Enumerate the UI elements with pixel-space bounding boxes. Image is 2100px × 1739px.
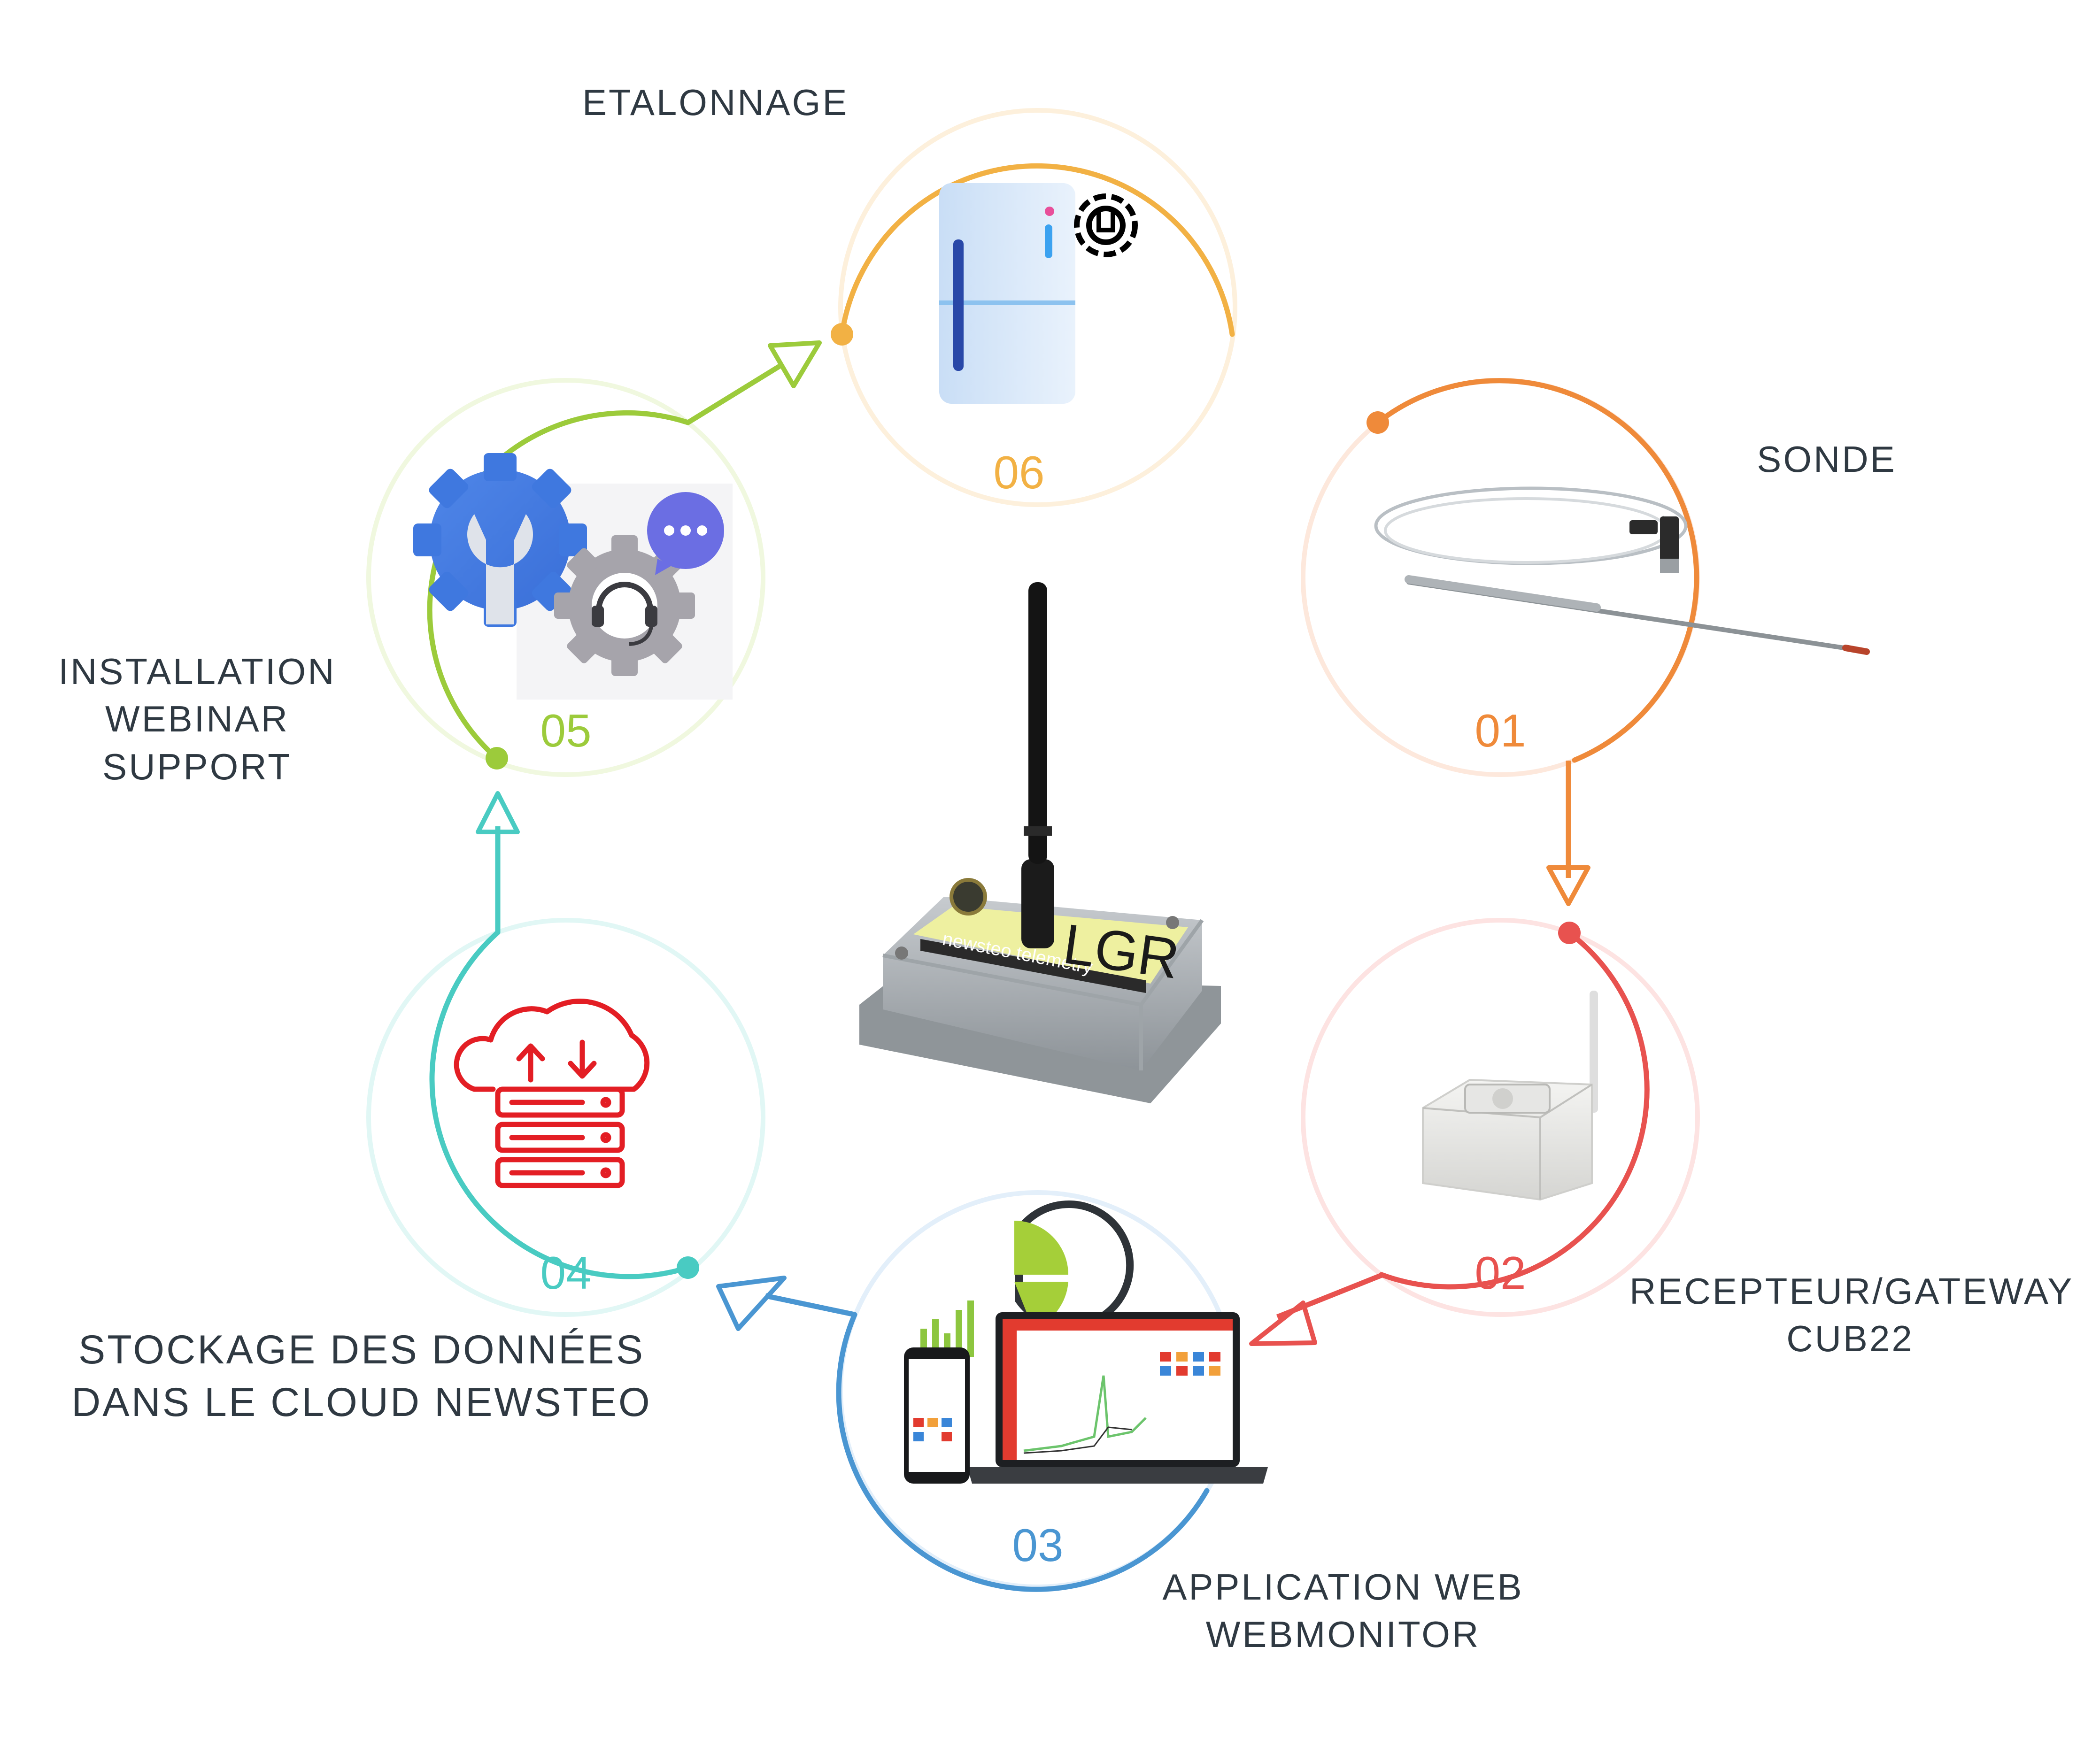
step-06-label-line-1: ETALONNAGE xyxy=(582,82,849,123)
fridge-calibration-icon xyxy=(939,183,1138,404)
arrow-03-to-04 xyxy=(716,1276,856,1331)
step-01-circle xyxy=(1301,378,1700,777)
laptop-phone-dashboard-icon xyxy=(904,1200,1268,1484)
step-04-label-line-1: STOCKAGE DES DONNÉES xyxy=(78,1327,645,1372)
step-04-label: STOCKAGE DES DONNÉES DANS LE CLOUD NEWST… xyxy=(47,1324,676,1429)
temperature-probe-icon xyxy=(1374,486,1870,655)
arrow-02-to-03 xyxy=(1249,1272,1384,1346)
step-03-label-line-1: APPLICATION WEB xyxy=(1162,1566,1524,1608)
step-02-label-line-2: CUB22 xyxy=(1786,1318,1914,1360)
step-01-label: SONDE xyxy=(1709,436,1944,483)
step-number-03: 03 xyxy=(1012,1519,1063,1571)
step-02-label-line-1: RECEPTEUR/GATEWAY xyxy=(1629,1270,2074,1312)
step-03-label-line-2: WEBMONITOR xyxy=(1205,1614,1481,1655)
arrow-05-to-06 xyxy=(687,340,822,425)
gateway-receiver-icon xyxy=(1422,991,1598,1201)
gear-support-headset-icon xyxy=(413,453,733,700)
step-06-circle xyxy=(831,108,1237,507)
step-02-label: RECEPTEUR/GATEWAY CUB22 xyxy=(1629,1268,2074,1363)
step-number-05: 05 xyxy=(540,705,591,756)
step-04-circle xyxy=(366,918,765,1317)
step-02-circle xyxy=(1301,918,1700,1317)
step-03-label: APPLICATION WEB WEBMONITOR xyxy=(1118,1563,1568,1659)
step-number-02: 02 xyxy=(1475,1247,1526,1299)
step-number-06: 06 xyxy=(993,446,1044,498)
lgr-logger-device-icon: newsteo telemetry LGR xyxy=(859,582,1221,1103)
cloud-server-icon xyxy=(454,999,650,1188)
arrow-04-to-05 xyxy=(476,791,520,932)
step-05-label-line-2: WEBINAR xyxy=(105,698,290,740)
step-number-04: 04 xyxy=(540,1247,591,1299)
step-06-label: ETALONNAGE xyxy=(582,79,849,126)
step-number-01: 01 xyxy=(1475,705,1526,756)
step-04-label-line-2: DANS LE CLOUD NEWSTEO xyxy=(71,1379,652,1425)
arrow-01-to-02 xyxy=(1546,761,1590,906)
step-05-label: INSTALLATION WEBINAR SUPPORT xyxy=(28,648,366,791)
step-01-label-line-1: SONDE xyxy=(1757,439,1897,480)
step-05-label-line-1: INSTALLATION xyxy=(58,651,336,692)
step-05-label-line-3: SUPPORT xyxy=(102,746,292,787)
